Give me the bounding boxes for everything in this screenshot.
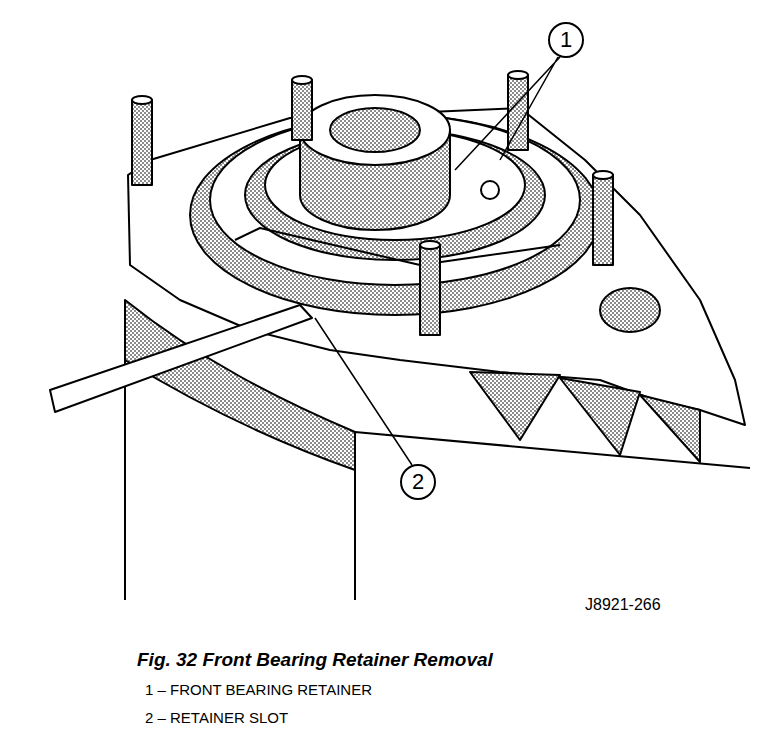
spline-bore [330,108,420,152]
studs [132,71,613,335]
case-boss [600,288,660,332]
legend-line: 2 – RETAINER SLOT [145,709,288,726]
case-flange [128,108,745,425]
callout-number: 2 [400,464,436,500]
hub-top [300,95,450,165]
callout-number: 1 [548,22,584,58]
case-ribs [470,372,700,462]
callout-text: 1 [560,29,572,51]
legend-line: 1 – FRONT BEARING RETAINER [145,681,372,698]
figure-caption: Fig. 32 Front Bearing Retainer Removal [137,649,493,671]
leader-line [315,57,560,465]
retainer-slot [235,228,560,265]
callout-text: 2 [412,471,424,493]
bolt-hole [481,181,499,199]
figure-code: J8921-266 [585,596,661,614]
screwdriver [50,305,312,412]
